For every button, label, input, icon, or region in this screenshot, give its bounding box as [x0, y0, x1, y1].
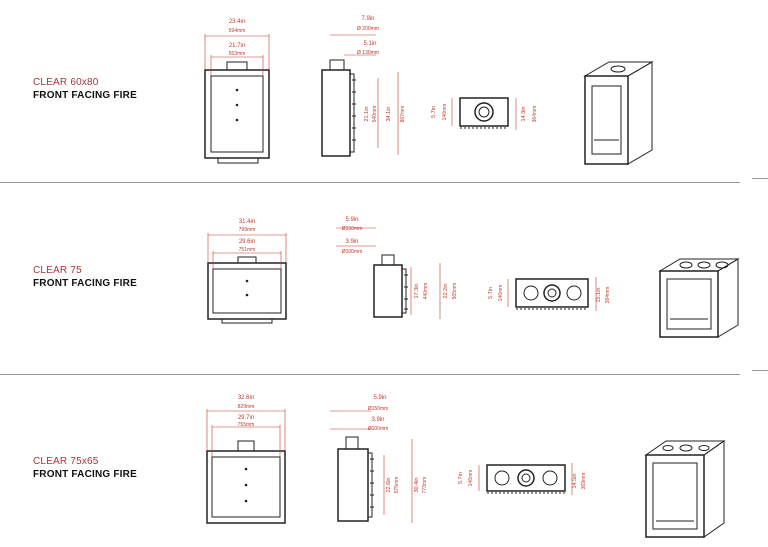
front-outer-width-mm: 799mm: [239, 227, 256, 233]
side-spigot-mm: Ø100mm: [342, 249, 363, 255]
side-view: [373, 254, 408, 318]
plan-width-mm: 364mm: [532, 106, 538, 123]
side-flue-mm: Ø150mm: [368, 406, 389, 412]
plan-width-in: 15.1in: [596, 288, 602, 303]
divider-tick: [752, 370, 768, 371]
front-inner-width-mm: 755mm: [238, 422, 255, 428]
side-height1-mm: 440mm: [423, 283, 429, 300]
front-outer-width-in: 32.6in: [238, 395, 254, 401]
side-dimensions: [330, 410, 413, 523]
plan-view: [459, 97, 509, 129]
plan-width-in: 14.5in: [572, 474, 578, 489]
section-clear-75x65: CLEAR 75x65 FRONT FACING FIRE 32.6in 829…: [0, 375, 768, 547]
front-dimensions: [206, 409, 286, 457]
isometric-view: [644, 440, 726, 538]
side-height2-in: 34.1in: [386, 107, 392, 122]
front-inner-width-in: 21.7in: [229, 43, 245, 49]
plan-view: [486, 464, 566, 494]
plan-dimensions: [507, 277, 597, 311]
side-height2-mm: 867mm: [400, 106, 406, 123]
front-outer-width-mm: 829mm: [238, 404, 255, 410]
side-flue-in: 7.9in: [361, 16, 374, 22]
front-inner-width-in: 29.6in: [239, 239, 255, 245]
technical-drawings: 31.4in 799mm 29.6in 751mm 5.9in Ø150mm 3…: [207, 217, 740, 338]
plan-depth-in: 5.7in: [431, 106, 437, 118]
section-divider: [0, 182, 740, 183]
side-flue-in: 5.9in: [373, 395, 386, 401]
side-spigot-mm: Ø 130mm: [357, 50, 379, 56]
front-view: [204, 61, 270, 164]
side-spigot-in: 3.9in: [345, 239, 358, 245]
side-height1-in: 17.3in: [414, 284, 420, 299]
plan-width-mm: 369mm: [581, 473, 587, 490]
fire-type: FRONT FACING FIRE: [33, 278, 137, 289]
front-outer-width-mm: 594mm: [229, 28, 246, 34]
side-height2-mm: 773mm: [422, 477, 428, 494]
plan-depth-mm: 146mm: [498, 285, 504, 302]
plan-depth-mm: 146mm: [442, 104, 448, 121]
front-dimensions: [204, 34, 270, 76]
technical-drawings: 32.6in 829mm 29.7in 755mm 5.9in Ø150mm 3…: [206, 395, 726, 538]
plan-width-in: 14.3in: [521, 107, 527, 122]
side-height1-in: 22.6in: [386, 478, 392, 493]
side-height2-in: 30.4in: [414, 478, 420, 493]
side-view: [321, 59, 356, 157]
technical-drawings: 23.4in 594mm 21.7in 553mm 7.9in Ø 200mm …: [204, 16, 654, 165]
section-clear-75: CLEAR 75 FRONT FACING FIRE 31.4in 799mm …: [0, 183, 768, 375]
product-title: CLEAR 60x80 FRONT FACING FIRE: [33, 76, 137, 102]
side-height1-in: 21.1in: [364, 107, 370, 122]
plan-depth-mm: 146mm: [468, 470, 474, 487]
side-flue-mm: Ø150mm: [342, 226, 363, 232]
fire-type: FRONT FACING FIRE: [33, 90, 137, 101]
series-name: CLEAR 75: [33, 265, 82, 276]
side-height1-mm: 575mm: [394, 477, 400, 494]
plan-dimensions: [478, 463, 573, 495]
section-divider: [0, 374, 740, 375]
side-spigot-in: 3.9in: [371, 417, 384, 423]
front-view: [206, 440, 286, 524]
product-title: CLEAR 75 FRONT FACING FIRE: [33, 264, 137, 290]
plan-dimensions: [451, 98, 517, 130]
product-title: CLEAR 75x65 FRONT FACING FIRE: [33, 455, 137, 481]
plan-width-mm: 384mm: [605, 287, 611, 304]
front-outer-width-in: 23.4in: [229, 19, 245, 25]
series-name: CLEAR 60x80: [33, 77, 99, 88]
plan-depth-in: 5.7in: [488, 287, 494, 299]
side-flue-in: 5.9in: [345, 217, 358, 223]
side-dimensions: [336, 227, 441, 319]
side-height1-mm: 540mm: [372, 106, 378, 123]
fire-type: FRONT FACING FIRE: [33, 469, 137, 480]
side-height2-in: 22.2in: [443, 284, 449, 299]
side-spigot-mm: Ø100mm: [368, 426, 389, 432]
front-view: [207, 256, 287, 324]
front-dimensions: [207, 233, 287, 269]
side-dimensions: [330, 34, 399, 155]
isometric-view: [583, 61, 654, 165]
plan-view: [515, 278, 589, 310]
front-outer-width-in: 31.4in: [239, 219, 255, 225]
side-flue-mm: Ø 200mm: [357, 26, 379, 32]
series-name: CLEAR 75x65: [33, 456, 99, 467]
side-view: [337, 436, 374, 522]
plan-depth-in: 5.7in: [458, 472, 464, 484]
side-height2-mm: 565mm: [452, 283, 458, 300]
front-inner-width-mm: 553mm: [229, 51, 246, 57]
front-inner-width-mm: 751mm: [239, 247, 256, 253]
isometric-view: [658, 258, 740, 338]
divider-tick: [752, 178, 768, 179]
section-clear-60x80: CLEAR 60x80 FRONT FACING FIRE 23.4in 594…: [0, 0, 768, 183]
side-spigot-in: 5.1in: [363, 41, 376, 47]
front-inner-width-in: 29.7in: [238, 415, 254, 421]
